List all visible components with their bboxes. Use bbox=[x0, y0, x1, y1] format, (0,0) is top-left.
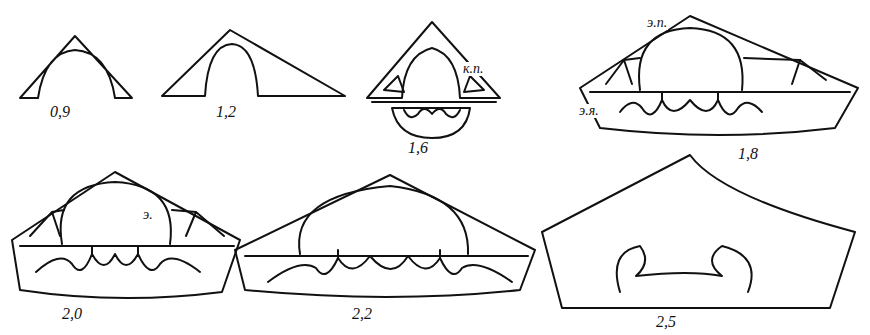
stage-number: 2,5 bbox=[656, 314, 676, 330]
stage-number: 1,2 bbox=[216, 104, 236, 120]
stage-number: 0,9 bbox=[50, 104, 70, 120]
stage-number: 1,8 bbox=[738, 146, 758, 162]
part-label: к.п. bbox=[462, 62, 485, 76]
part-label: э. bbox=[142, 208, 154, 222]
stage-number: 1,6 bbox=[408, 140, 428, 156]
part-label: э.п. bbox=[646, 16, 668, 30]
stage-number: 2,0 bbox=[62, 306, 82, 322]
stage-number: 2,2 bbox=[352, 306, 372, 322]
part-label: э.я. bbox=[578, 104, 600, 118]
